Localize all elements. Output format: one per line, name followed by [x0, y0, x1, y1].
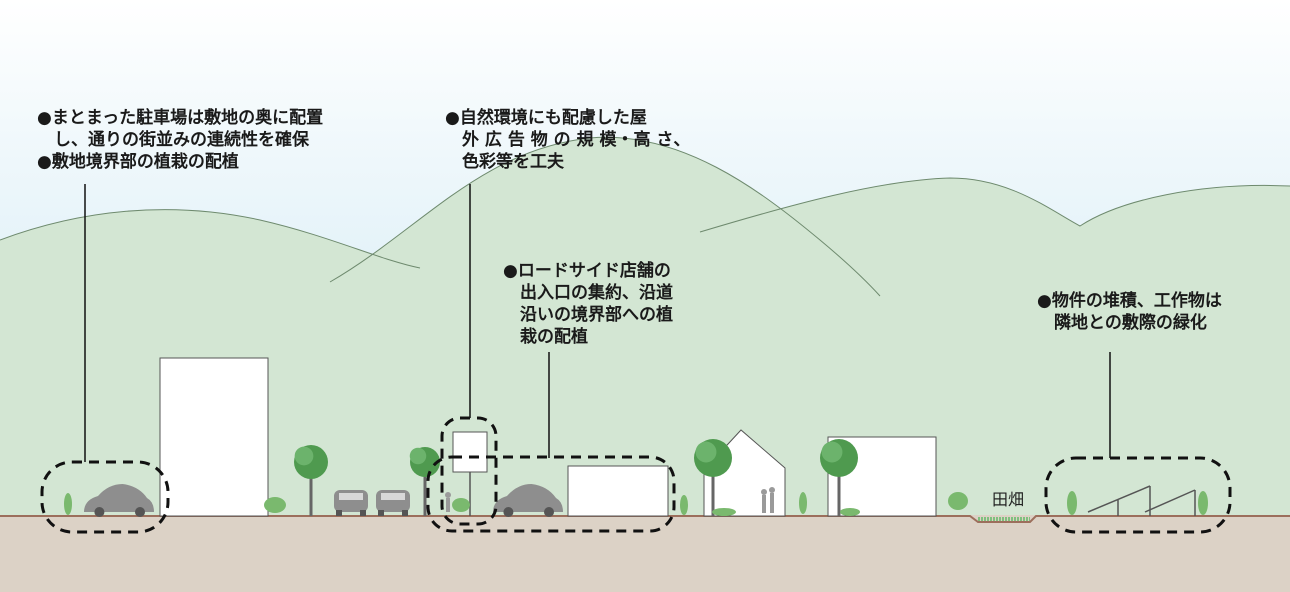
- callout-parking: ●まとまった駐車場は敷地の奥に配置 し、通りの街並みの連続性を確保 ●敷地境界部…: [37, 108, 324, 172]
- focus-signage: [440, 416, 498, 526]
- billboard-sign: [452, 431, 488, 473]
- field-label: 田畑: [992, 490, 1025, 509]
- ground-line: [0, 515, 1290, 523]
- shrub: [712, 508, 736, 516]
- tree: [820, 439, 858, 516]
- tree: [294, 445, 328, 516]
- solar-panels: [1087, 485, 1196, 516]
- shrub: [680, 495, 688, 515]
- shrub: [1198, 491, 1208, 515]
- car: [84, 484, 154, 517]
- shrub: [948, 492, 968, 510]
- trees: [294, 439, 858, 516]
- pedestrians: [445, 487, 775, 513]
- hill-outline-right: [699, 177, 1290, 233]
- tree: [694, 439, 732, 516]
- roadside-store: [567, 465, 669, 517]
- building-tall: [159, 357, 269, 517]
- focus-storage: [1044, 456, 1232, 534]
- car: [376, 490, 410, 516]
- car: [493, 484, 563, 517]
- hill-outline-center: [329, 136, 881, 297]
- cars: [84, 484, 563, 517]
- callout-storage: ●物件の堆積、工作物は 隣地との敷際の緑化: [1037, 291, 1222, 333]
- callout-signage: ●自然環境にも配慮した屋 外 広 告 物 の 規 模・高 さ、 色彩等を工夫: [445, 108, 691, 172]
- shrub: [452, 498, 470, 512]
- shrub: [264, 497, 286, 513]
- shrub: [799, 492, 807, 514]
- callout-roadside: ●ロードサイド店舗の 出入口の集約、沿道 沿いの境界部への植 栽の配植: [503, 261, 673, 347]
- ground: [0, 515, 1290, 592]
- shrub: [64, 493, 72, 515]
- shrubs: [64, 491, 1208, 516]
- tree: [409, 447, 440, 516]
- focus-roadside: [426, 455, 676, 533]
- car: [334, 490, 368, 516]
- shrub: [840, 508, 860, 516]
- shrub: [1067, 491, 1077, 515]
